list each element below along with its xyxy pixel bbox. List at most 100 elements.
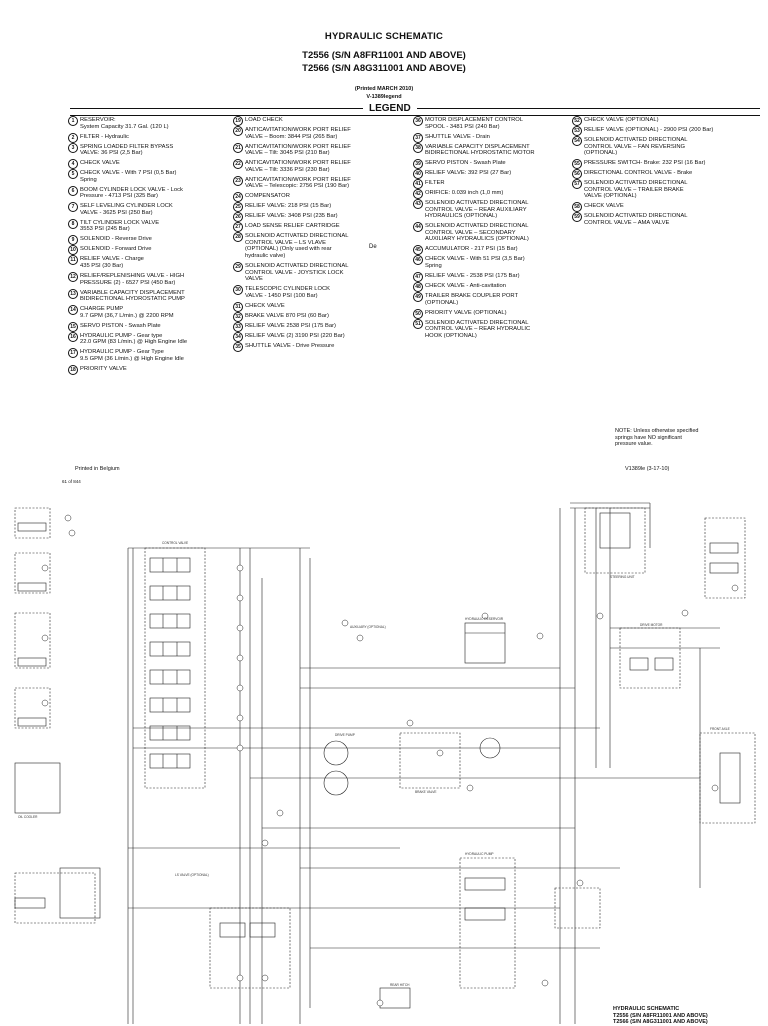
legend-item-text: PRIORITY VALVE (80, 365, 127, 372)
legend-item-text: SELF LEVELING CYLINDER LOCK VALVE - 3625… (80, 203, 173, 216)
legend-item-number: 4 (68, 159, 78, 170)
legend-item-number: 13 (68, 288, 78, 299)
legend-title: LEGEND (363, 103, 417, 114)
legend-item-text: CHECK VALVE (OPTIONAL) (584, 117, 659, 123)
legend-item-number: 47 (413, 271, 423, 282)
legend-item-number: 29 (233, 262, 243, 272)
bottom-model-2: T2566 (S/N A8G311001 AND ABOVE) (613, 1019, 708, 1025)
label-drive-pump: DRIVE PUMP (335, 733, 355, 737)
legend-item-number: 41 (413, 179, 423, 190)
legend-item-text: RELIEF VALVE - 2538 PSI (175 Bar) (425, 272, 520, 279)
legend-item-number: 40 (413, 169, 423, 180)
legend-item-text: SERVO PISTON - Swash Plate (425, 160, 506, 167)
legend-item-number: 10 (68, 245, 78, 256)
legend-item-text: ANTICAVITATION/WORK PORT RELIEF VALVE – … (245, 143, 351, 157)
legend-item-number: 9 (68, 235, 78, 246)
label-aux-optional: AUXILIARY (OPTIONAL) (350, 625, 386, 629)
legend-item-text: TILT CYLINDER LOCK VALVE 3553 PSI (245 B… (80, 219, 160, 233)
legend-item-text: VARIABLE CAPACITY DISPLACEMENT BIDIRECTI… (80, 289, 185, 303)
legend-item-text: RELIEF VALVE (2) 3190 PSI (220 Bar) (245, 332, 345, 339)
legend-item-number: 27 (233, 222, 243, 233)
label-steering-unit: STEERING UNIT (610, 575, 635, 579)
legend-item-number: 30 (233, 285, 243, 296)
legend-item-text: CHECK VALVE (80, 160, 120, 167)
legend-item-text: CHECK VALVE (245, 302, 285, 309)
legend-item-text: SOLENOID - Forward Drive (80, 246, 152, 253)
legend-item-text: CHARGE PUMP 9.7 GPM (36,7 L/min.) @ 2200… (80, 306, 174, 319)
legend-item-number: 42 (413, 189, 423, 200)
legend-item-number: 1 (68, 116, 78, 126)
legend-item-number: 48 (413, 281, 423, 292)
legend-item-text: RELIEF VALVE 2538 PSI (175 Bar) (245, 322, 336, 329)
legend-item-number: 20 (233, 125, 243, 136)
page-number: 61 of 844 (62, 479, 81, 484)
legend-item-number: 25 (233, 202, 243, 213)
legend-item-text: TRAILER BRAKE COUPLER PORT (OPTIONAL) (425, 292, 518, 306)
legend-item-text: SOLENOID - Reverse Drive (80, 236, 152, 243)
legend-item-text: HYDRAULIC PUMP - Gear Type 9.5 GPM (36 L… (80, 349, 184, 362)
legend-item-number: 59 (572, 212, 582, 223)
legend-item-number: 44 (413, 222, 423, 233)
legend-item-number: 55 (572, 159, 582, 170)
legend-item-text: HYDRAULIC PUMP - Gear type 22.0 GPM (83 … (80, 332, 188, 346)
legend-item-text: TELESCOPIC CYLINDER LOCK VALVE - 1450 PS… (245, 286, 331, 299)
legend-item-number: 58 (572, 202, 582, 213)
legend-item-number: 34 (233, 331, 243, 342)
legend-item-text: RELIEF/REPLENISHING VALVE - HIGH PRESSUR… (80, 272, 185, 286)
legend-item-number: 49 (413, 291, 423, 302)
bottom-title: HYDRAULIC SCHEMATIC (613, 1006, 680, 1012)
legend-item-text: LOAD CHECK (245, 117, 283, 123)
legend-item-number: 26 (233, 212, 243, 223)
legend-item-text: SPRING LOADED FILTER BYPASS VALVE: 36 PS… (80, 143, 174, 157)
legend-item-number: 31 (233, 301, 243, 312)
legend-item-text: ANTICAVITATION/WORK PORT RELIEF VALVE – … (245, 160, 351, 173)
legend-item-text: SOLENOID ACTIVATED DIRECTIONAL CONTROL V… (584, 213, 688, 226)
label-hydraulic-pump: HYDRAULIC PUMP (465, 852, 494, 856)
legend-item-text: ORIFICE: 0.039 inch (1,0 mm) (425, 190, 504, 197)
label-control-valve: CONTROL VALVE (162, 541, 188, 545)
legend-item-number: 24 (233, 192, 243, 203)
legend-item-text: CHECK VALVE - With 7 PSI (0,5 Bar) Sprin… (80, 170, 177, 183)
legend-item-number: 6 (68, 185, 78, 196)
hydraulic-schematic-drawing: CONTROL VALVE HYDRAULIC RESERVOIR DRIVE … (14, 502, 756, 1024)
legend-item-text: SOLENOID ACTIVATED DIRECTIONAL CONTROL V… (245, 263, 349, 283)
legend-item-text: CHECK VALVE - Anti-cavitation (425, 282, 506, 289)
legend-item-text: SHUTTLE VALVE - Drain (425, 133, 490, 140)
legend-item-text: RELIEF VALVE - Charge 435 PSI (30 Bar) (80, 256, 144, 269)
stray-text: De (369, 244, 377, 250)
label-brake-valve: BRAKE VALVE (415, 790, 437, 794)
legend-item-text: RELIEF VALVE (OPTIONAL) - 2900 PSI (200 … (584, 126, 714, 133)
legend-item-text: FILTER (425, 180, 445, 187)
label-front-axle: FRONT AXLE (710, 727, 730, 731)
legend-item-text: BRAKE VALVE 870 PSI (60 Bar) (245, 312, 329, 319)
label-oil-cooler: OIL COOLER (18, 815, 38, 819)
legend-item-text: PRESSURE SWITCH- Brake: 232 PSI (16 Bar) (584, 160, 706, 167)
legend-item-text: DIRECTIONAL CONTROL VALVE - Brake (584, 170, 693, 177)
legend-item-number: 14 (68, 305, 78, 316)
